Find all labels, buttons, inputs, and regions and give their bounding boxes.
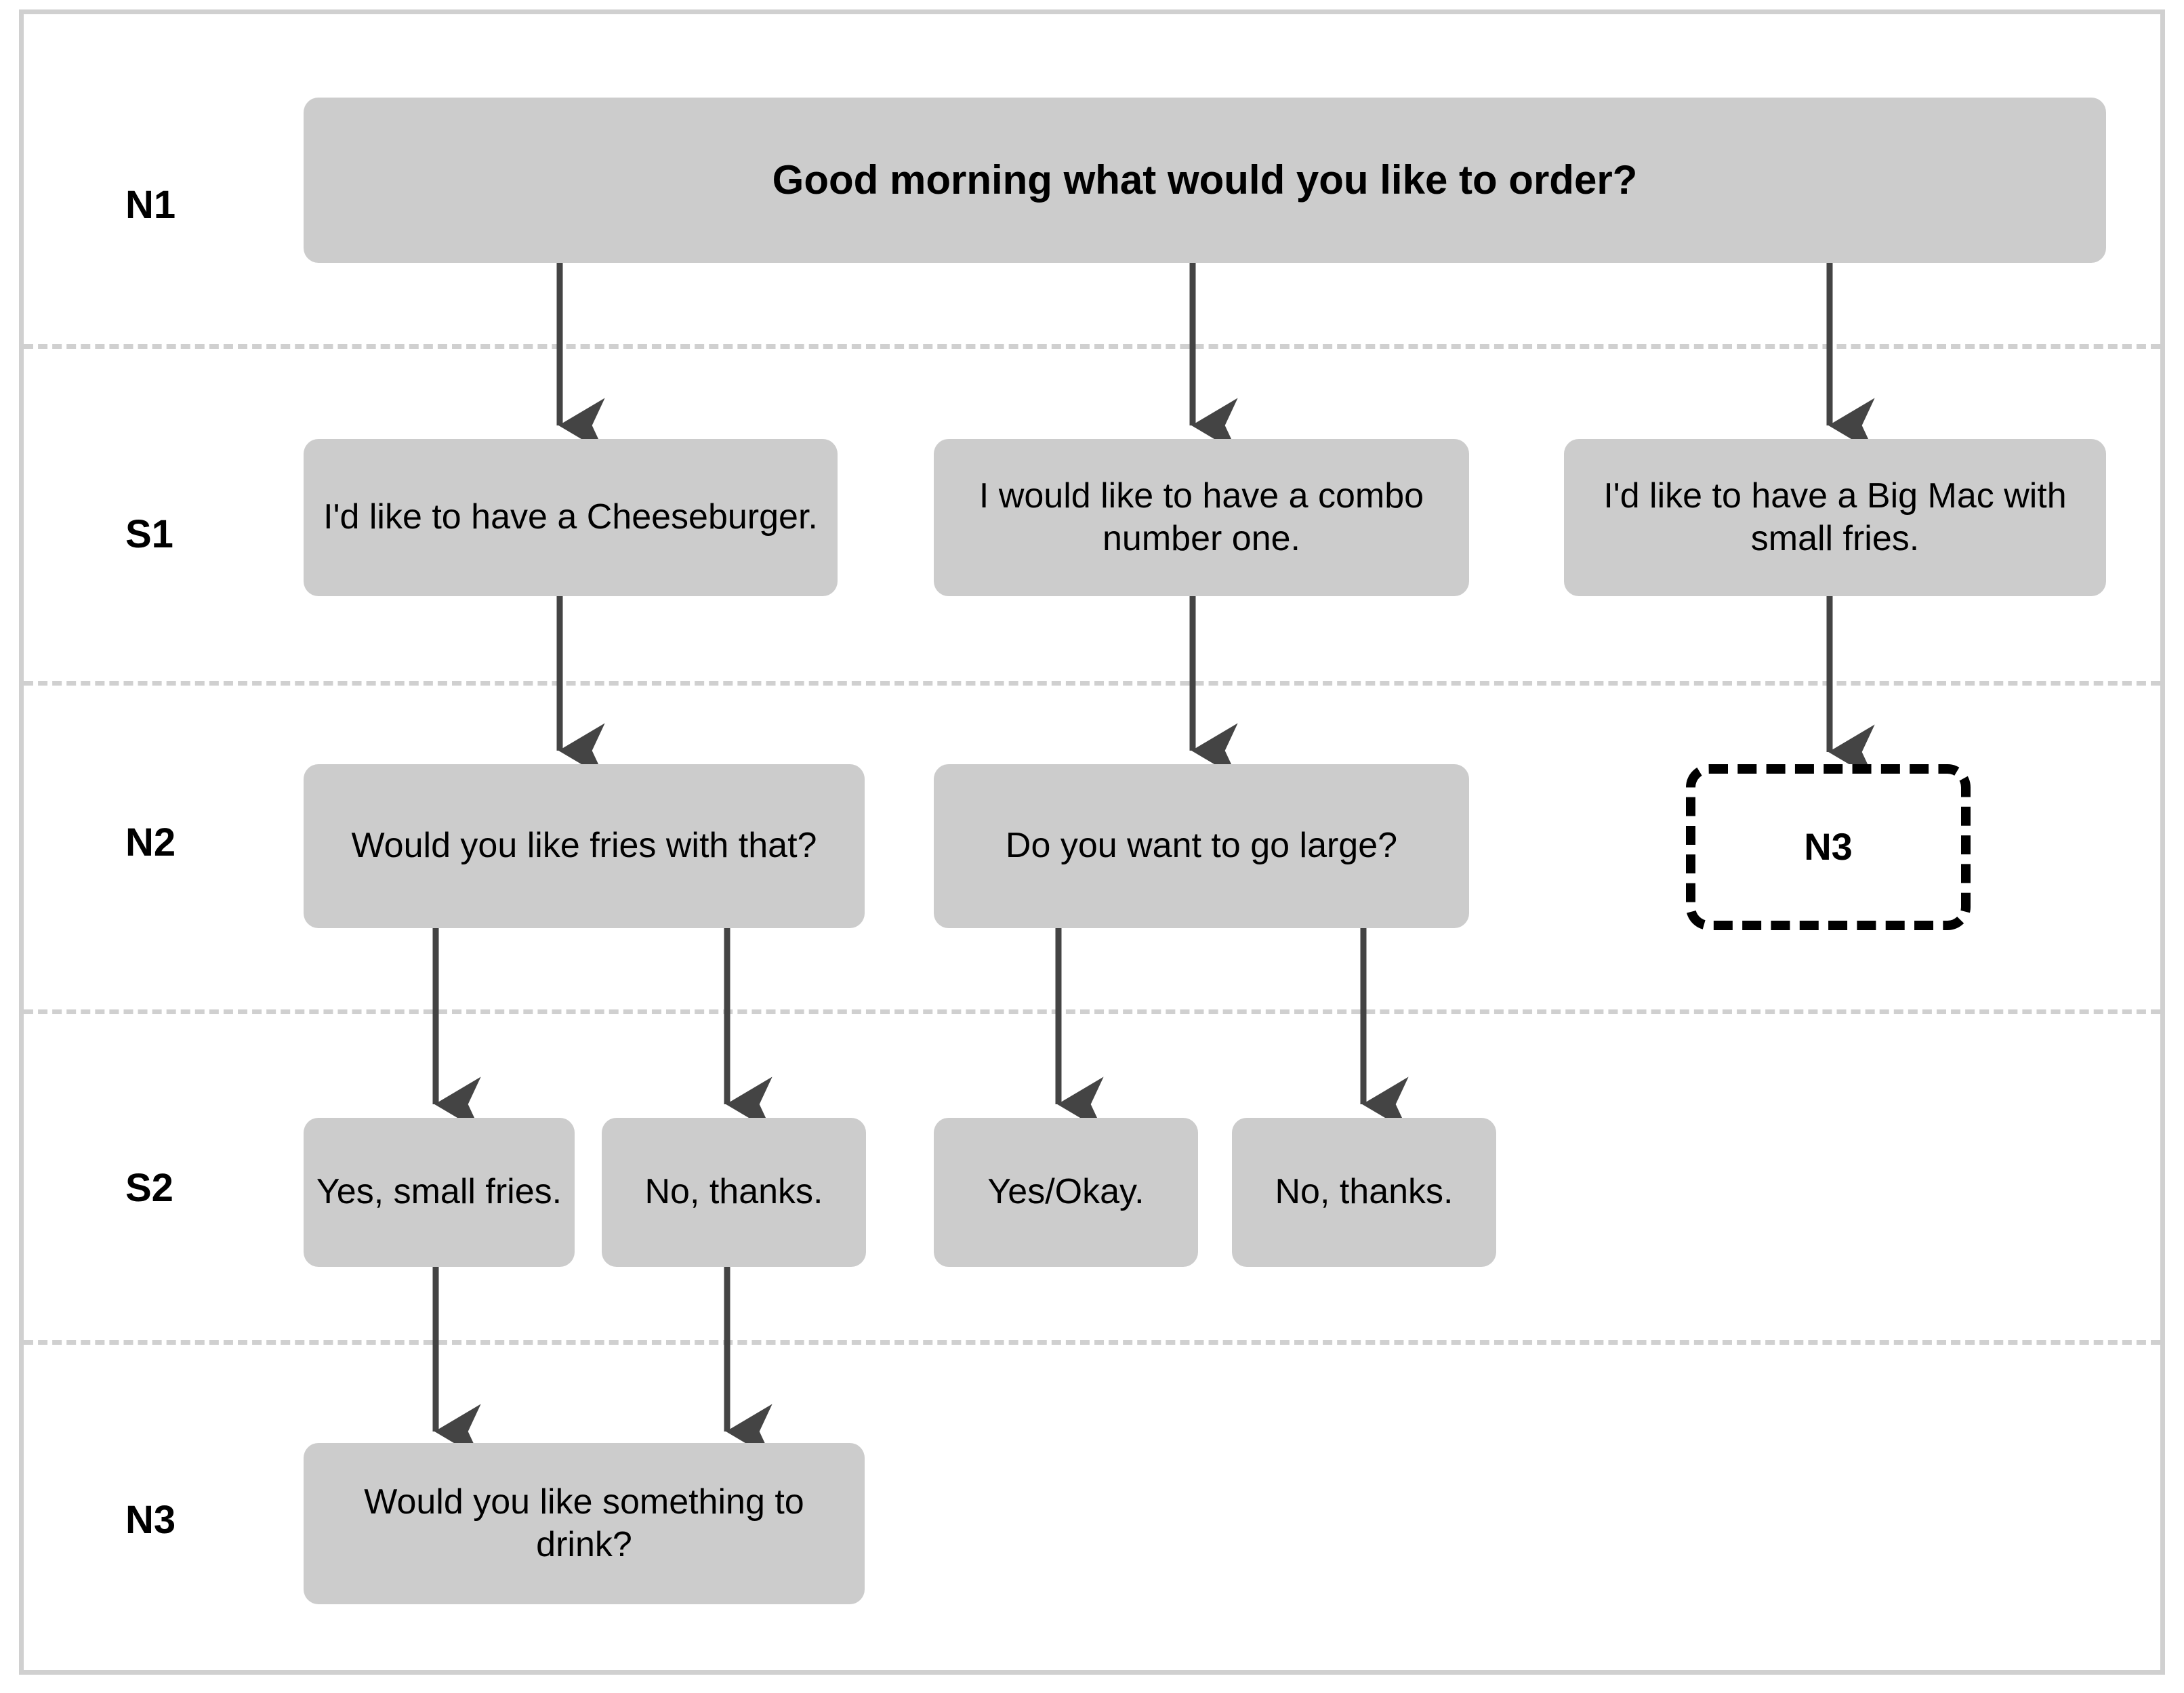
node-n3-drink-question[interactable]: Would you like something to drink? — [304, 1443, 865, 1604]
node-n2-fries-question[interactable]: Would you like fries with that? — [304, 764, 865, 928]
node-s2-yes-small-fries[interactable]: Yes, small fries. — [304, 1118, 575, 1267]
node-n2-large-question[interactable]: Do you want to go large? — [934, 764, 1469, 928]
node-s1-combo[interactable]: I would like to have a combo number one. — [934, 439, 1469, 596]
node-s2-no-thanks-large[interactable]: No, thanks. — [1232, 1118, 1496, 1267]
row-label-n1: N1 — [125, 183, 176, 227]
node-s1-bigmac[interactable]: I'd like to have a Big Mac with small fr… — [1564, 439, 2106, 596]
row-label-n3: N3 — [125, 1498, 176, 1542]
row-label-n2: N2 — [125, 820, 176, 864]
row-divider-n1-s1 — [24, 344, 2160, 349]
node-n2-reference-n3[interactable]: N3 — [1686, 764, 1971, 930]
node-s2-no-thanks-fries[interactable]: No, thanks. — [602, 1118, 866, 1267]
node-n1-root[interactable]: Good morning what would you like to orde… — [304, 98, 2106, 263]
row-divider-s2-n3 — [24, 1340, 2160, 1345]
row-divider-s1-n2 — [24, 681, 2160, 686]
row-divider-n2-s2 — [24, 1009, 2160, 1014]
node-s1-cheeseburger[interactable]: I'd like to have a Cheeseburger. — [304, 439, 838, 596]
row-label-s1: S1 — [125, 512, 173, 556]
row-label-s2: S2 — [125, 1166, 173, 1210]
node-s2-yes-okay[interactable]: Yes/Okay. — [934, 1118, 1198, 1267]
